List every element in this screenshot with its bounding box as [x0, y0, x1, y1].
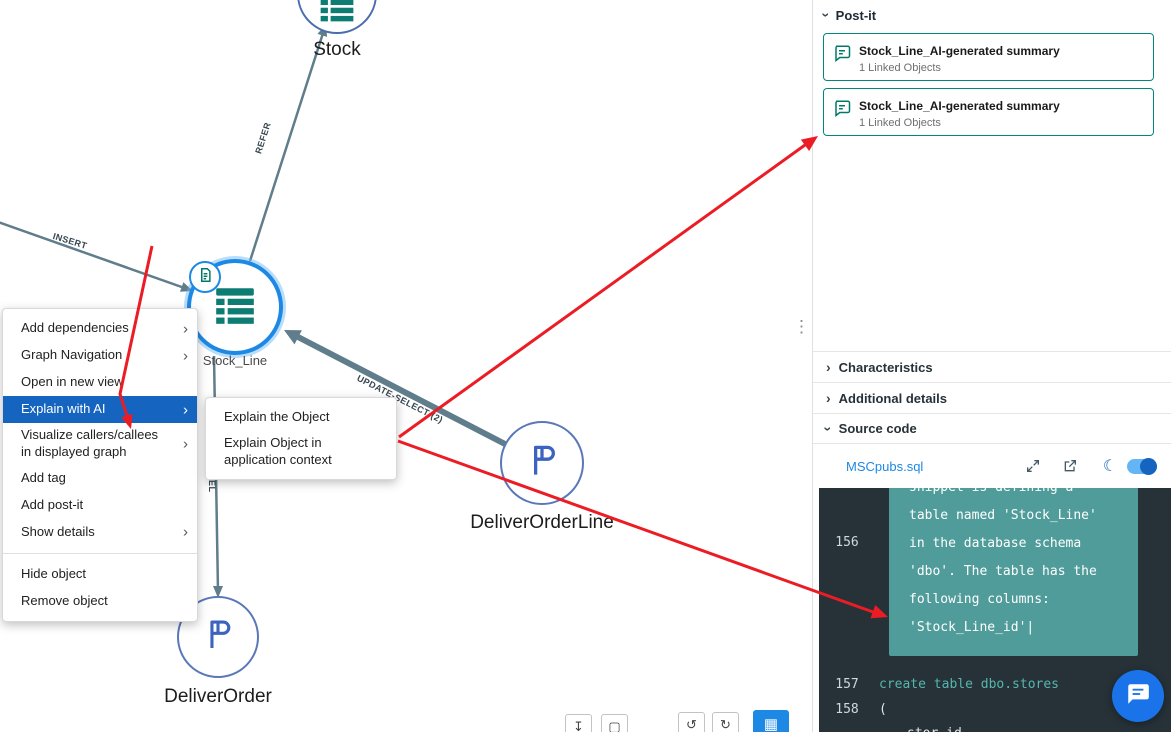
menu-item-add-post-it[interactable]: Add post-it — [21, 496, 84, 512]
chevron-right-icon: › — [183, 319, 188, 337]
menu-item-show-details[interactable]: Show details› — [21, 523, 188, 541]
dark-mode-icon: ☾ — [1102, 458, 1118, 475]
source-code-toolbar: MSCpubs.sql ☾ — [813, 445, 1171, 487]
details-panel: › Post-it Stock_Line_AI-generated summar… — [812, 0, 1171, 732]
edge-label-refer: REFER — [253, 120, 273, 156]
node-deliver-order-line[interactable] — [500, 421, 584, 505]
code-line: ( — [879, 702, 887, 717]
code-line: stor_id — [907, 726, 962, 732]
chevron-right-icon: › — [826, 390, 831, 406]
panel-drag-handle-icon[interactable]: ⋮ — [793, 317, 810, 336]
menu-item-explain-with-ai[interactable]: Explain with AI› — [3, 396, 197, 423]
source-code-viewer[interactable]: 156 snippet is defining a table named 'S… — [819, 488, 1171, 732]
post-it-section-header[interactable]: › Post-it — [813, 0, 1171, 23]
chevron-right-icon: › — [183, 435, 188, 453]
fit-screen-icon: ▢ — [608, 719, 621, 732]
chevron-right-icon: › — [183, 523, 188, 541]
line-number: 158 — [835, 702, 859, 717]
procedure-icon — [199, 616, 237, 659]
menu-item-open-in-new-view[interactable]: Open in new view — [21, 374, 124, 390]
node-label-stock: Stock — [313, 39, 361, 60]
chevron-right-icon: › — [183, 346, 188, 364]
download-icon: ↧ — [573, 719, 584, 732]
line-number: 156 — [835, 535, 859, 550]
ai-highlighted-snippet: snippet is defining a table named 'Stock… — [889, 488, 1138, 656]
post-it-linked-count: 1 Linked Objects — [859, 117, 941, 129]
node-label-deliver-order-line: DeliverOrderLine — [470, 512, 614, 533]
submenu-item-explain-the-object[interactable]: Explain the Object — [224, 409, 330, 425]
menu-item-add-tag[interactable]: Add tag — [21, 469, 66, 485]
grid-icon: ▦ — [763, 716, 779, 732]
line-number: 157 — [835, 677, 859, 692]
code-line: create table dbo.stores — [879, 677, 1060, 692]
chevron-down-icon: › — [820, 426, 837, 431]
menu-item-add-dependencies[interactable]: Add dependencies› — [21, 319, 188, 337]
explain-ai-submenu: Explain the Object Explain Object in app… — [205, 397, 397, 480]
section-source-code[interactable]: › Source code — [813, 413, 1171, 444]
chat-icon — [1125, 681, 1151, 712]
post-it-title: Stock_Line_AI-generated summary — [859, 44, 1060, 58]
post-it-section-title: Post-it — [835, 7, 877, 23]
menu-item-visualize-callers-callees[interactable]: Visualize callers/callees in displayed g… — [21, 427, 188, 459]
menu-item-hide-object[interactable]: Hide object — [21, 565, 87, 581]
chevron-right-icon: › — [826, 359, 831, 375]
post-it-note-icon — [833, 99, 851, 122]
fit-to-screen-button[interactable]: ▢ — [601, 714, 628, 732]
post-it-badge[interactable] — [189, 261, 221, 293]
edge-label-insert: INSERT — [51, 231, 89, 251]
context-menu: Add dependencies› Graph Navigation› Open… — [2, 308, 198, 622]
section-additional-details[interactable]: › Additional details — [813, 382, 1171, 413]
post-it-card[interactable]: Stock_Line_AI-generated summary 1 Linked… — [823, 33, 1154, 81]
ai-chat-button[interactable] — [1112, 670, 1164, 722]
dark-mode-toggle[interactable] — [1127, 457, 1157, 475]
redo-button[interactable]: ↻ — [712, 712, 739, 732]
table-icon — [212, 282, 258, 333]
section-characteristics[interactable]: › Characteristics — [813, 351, 1171, 382]
table-icon — [317, 0, 357, 30]
node-stock[interactable] — [297, 0, 377, 34]
undo-icon: ↺ — [686, 717, 697, 732]
submenu-item-explain-object-in-context[interactable]: Explain Object in application context — [224, 435, 332, 467]
post-it-linked-count: 1 Linked Objects — [859, 62, 941, 74]
redo-icon: ↻ — [720, 717, 731, 732]
chevron-down-icon: › — [818, 12, 835, 18]
open-in-new-icon[interactable] — [1061, 457, 1079, 475]
menu-item-remove-object[interactable]: Remove object — [21, 592, 108, 608]
post-it-card[interactable]: Stock_Line_AI-generated summary 1 Linked… — [823, 88, 1154, 136]
node-label-deliver-order: DeliverOrder — [164, 686, 272, 707]
procedure-icon — [522, 441, 562, 486]
grid-view-button[interactable]: ▦ — [753, 710, 789, 732]
menu-separator — [3, 552, 197, 554]
source-file-link[interactable]: MSCpubs.sql — [846, 458, 924, 474]
post-it-note-icon — [833, 44, 851, 67]
post-it-title: Stock_Line_AI-generated summary — [859, 99, 1060, 113]
node-deliver-order[interactable] — [177, 596, 259, 678]
node-label-stock-line: Stock_Line — [202, 353, 268, 368]
undo-button[interactable]: ↺ — [678, 712, 705, 732]
expand-icon[interactable] — [1024, 457, 1042, 475]
download-view-button[interactable]: ↧ — [565, 714, 592, 732]
chevron-right-icon: › — [183, 400, 188, 418]
menu-item-graph-navigation[interactable]: Graph Navigation› — [21, 346, 188, 364]
document-icon — [198, 267, 213, 288]
